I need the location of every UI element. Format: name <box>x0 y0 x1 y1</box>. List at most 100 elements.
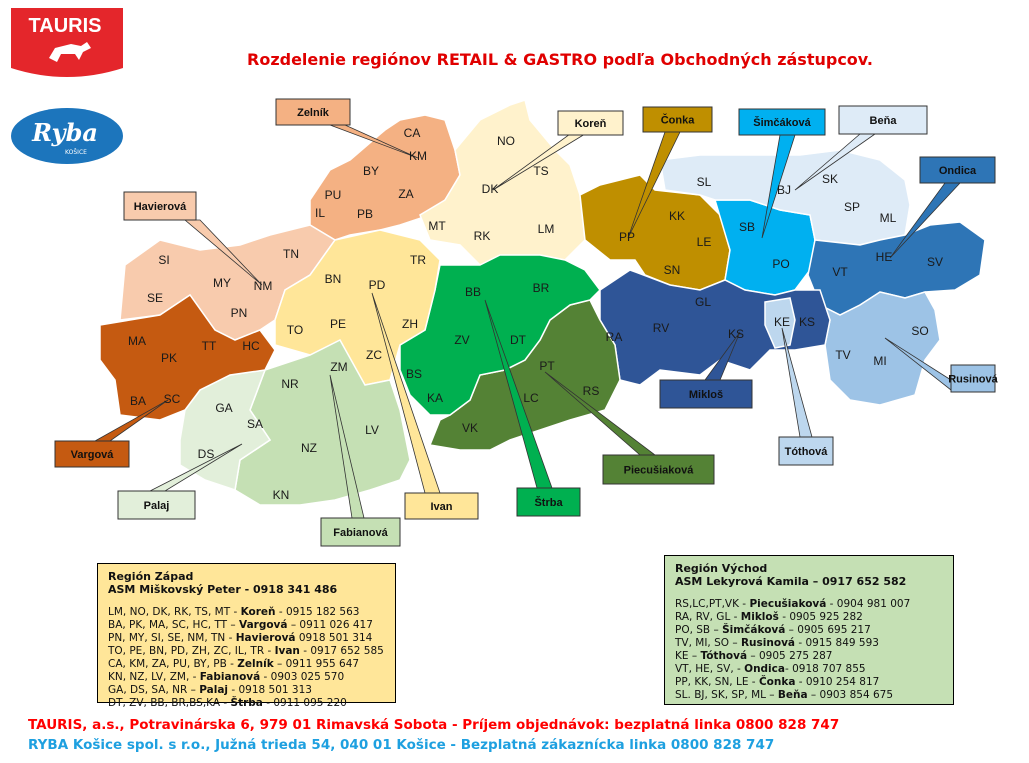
district-label-sa: SA <box>247 417 263 431</box>
east-codes: SL. BJ, SK, SP, ML – <box>675 689 778 701</box>
east-line: PP, KK, SN, LE - Čonka - 0910 254 817 <box>675 676 943 689</box>
district-label-dt: DT <box>510 333 527 347</box>
district-label-zm: ZM <box>330 360 347 374</box>
district-label-za: ZA <box>398 187 413 201</box>
callout-havierova: Havierová <box>123 191 197 221</box>
east-codes: KE – <box>675 650 701 662</box>
district-label-ts: TS <box>533 164 548 178</box>
district-label-pt: PT <box>539 359 555 373</box>
district-label-br: BR <box>533 281 550 295</box>
district-label-pp: PP <box>619 230 635 244</box>
district-label-ka: KA <box>427 391 443 405</box>
west-phone: 0918 501 314 <box>295 632 373 644</box>
callout-label-strba: Štrba <box>534 496 563 509</box>
callout-rusinova: Rusinová <box>948 364 999 393</box>
east-phone: - 0904 981 007 <box>826 598 911 610</box>
district-label-vt: VT <box>832 265 848 279</box>
district-label-ks: KS <box>799 315 815 329</box>
west-phone: - 0915 182 563 <box>275 606 360 618</box>
region-west-box: Región Západ ASM Miškovský Peter - 0918 … <box>97 563 396 709</box>
district-label-le: LE <box>697 235 712 249</box>
district-label-rk: RK <box>474 229 491 243</box>
district-label-lv: LV <box>365 423 379 437</box>
district-label-sp: SP <box>844 200 860 214</box>
district-label-si: SI <box>158 253 169 267</box>
area-vargova <box>99 293 276 421</box>
west-line: BA, PK, MA, SC, HC, TT – Vargová – 0911 … <box>108 619 385 632</box>
district-label-vk: VK <box>462 421 478 435</box>
callout-label-havierova: Havierová <box>134 201 187 213</box>
district-label-lm: LM <box>538 222 555 236</box>
district-label-tv: TV <box>835 348 850 362</box>
west-rep: Štrba <box>230 697 263 709</box>
east-phone: - 0910 254 817 <box>795 676 880 688</box>
district-label-pu: PU <box>325 188 342 202</box>
callout-koren: Koreň <box>557 110 624 136</box>
east-rep: Beňa <box>777 689 808 701</box>
callout-label-miklos: Mikloš <box>689 389 723 401</box>
west-codes: TO, PE, BN, PD, ZH, ZC, IL, TR - <box>108 645 275 657</box>
west-rep: Vargová <box>239 619 288 631</box>
district-label-pe: PE <box>330 317 346 331</box>
callout-miklos: Mikloš <box>659 379 753 409</box>
east-line: RA, RV, GL - Mikloš - 0905 925 282 <box>675 611 943 624</box>
district-label-ma: MA <box>128 334 146 348</box>
west-rep: Fabianová <box>199 671 261 683</box>
callout-label-ondica: Ondica <box>939 165 977 177</box>
svg-text:Ryba: Ryba <box>31 118 98 147</box>
district-label-km: KM <box>409 149 427 163</box>
callout-label-vargova: Vargová <box>71 449 115 461</box>
district-label-zc: ZC <box>366 348 382 362</box>
east-codes: TV, MI, SO – <box>675 637 741 649</box>
callout-ondica: Ondica <box>919 156 996 184</box>
district-label-bb: BB <box>465 285 481 299</box>
district-label-ra: RA <box>606 330 623 344</box>
callout-strba: Štrba <box>516 487 581 517</box>
east-rep: Ondica <box>744 663 785 675</box>
area-simcakova <box>713 199 816 296</box>
callout-bena: Beňa <box>838 105 928 135</box>
district-label-lc: LC <box>523 391 539 405</box>
west-line: LM, NO, DK, RK, TS, MT - Koreň - 0915 18… <box>108 606 385 619</box>
region-west-asm: ASM Miškovský Peter - 0918 341 486 <box>108 583 338 596</box>
district-label-nz: NZ <box>301 441 317 455</box>
callout-label-palaj: Palaj <box>144 500 170 512</box>
district-label-sc: SC <box>164 392 181 406</box>
district-label-ke: KE <box>774 315 790 329</box>
district-label-tn: TN <box>283 247 299 261</box>
ryba-logo: Ryba KOŠICE <box>11 108 123 164</box>
west-phone: – 0911 955 647 <box>273 658 360 670</box>
district-label-ds: DS <box>198 447 215 461</box>
district-label-sk: SK <box>822 172 838 186</box>
district-label-ca: CA <box>404 126 421 140</box>
district-label-no: NO <box>497 134 515 148</box>
tauris-logo: TAURIS <box>11 8 123 77</box>
region-east-title: Región Východ <box>675 562 768 575</box>
callout-vargova: Vargová <box>54 440 130 468</box>
west-rep: Ivan <box>274 645 300 657</box>
district-label-kn: KN <box>273 488 290 502</box>
west-rep: Havierová <box>235 632 296 644</box>
east-rep: Mikloš <box>740 611 779 623</box>
west-codes: DT, ZV, BB, BR,BS,KA - <box>108 697 231 709</box>
east-rep: Rusinová <box>740 637 795 649</box>
callout-label-piecusiakova: Piecušiaková <box>624 465 695 477</box>
west-phone: - 0917 652 585 <box>299 645 384 657</box>
callout-tothova: Tóthová <box>778 436 834 466</box>
callout-label-conka: Čonka <box>661 114 696 127</box>
callout-conka: Čonka <box>642 106 713 133</box>
east-rep: Šimčáková <box>722 624 786 636</box>
west-line: CA, KM, ZA, PU, BY, PB - Zelník – 0911 9… <box>108 658 385 671</box>
district-label-nr: NR <box>281 377 299 391</box>
west-rep: Koreň <box>240 606 276 618</box>
east-codes: RA, RV, GL - <box>675 611 741 623</box>
east-codes: PO, SB – <box>675 624 723 636</box>
district-label-so: SO <box>911 324 928 338</box>
district-label-po: PO <box>772 257 789 271</box>
callout-label-ivan: Ivan <box>430 501 452 513</box>
district-label-nm: NM <box>254 279 273 293</box>
district-label-by: BY <box>363 164 379 178</box>
east-codes: VT, HE, SV, - <box>675 663 745 675</box>
area-ivan <box>274 229 441 386</box>
west-codes: BA, PK, MA, SC, HC, TT – <box>108 619 240 631</box>
